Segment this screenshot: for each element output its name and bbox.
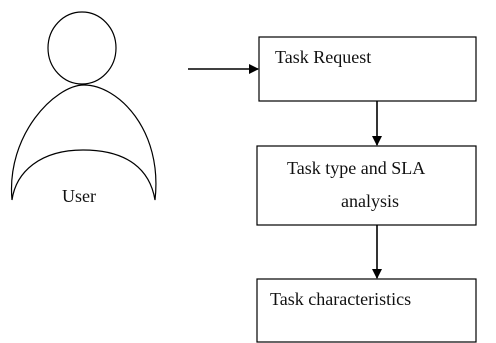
task-characteristics-label: Task characteristics bbox=[270, 289, 412, 309]
task-type-sla-box bbox=[256, 145, 477, 226]
task-request-label: Task Request bbox=[275, 47, 372, 67]
task-type-sla-label-line1: Task type and SLA bbox=[287, 158, 426, 178]
task-request-box bbox=[258, 36, 477, 102]
user-body bbox=[10, 84, 157, 201]
task-type-sla-label-line2: analysis bbox=[341, 191, 399, 211]
user-head bbox=[47, 11, 117, 85]
task-characteristics-box bbox=[256, 278, 477, 343]
user-label: User bbox=[62, 186, 96, 206]
user-icon bbox=[10, 11, 157, 201]
